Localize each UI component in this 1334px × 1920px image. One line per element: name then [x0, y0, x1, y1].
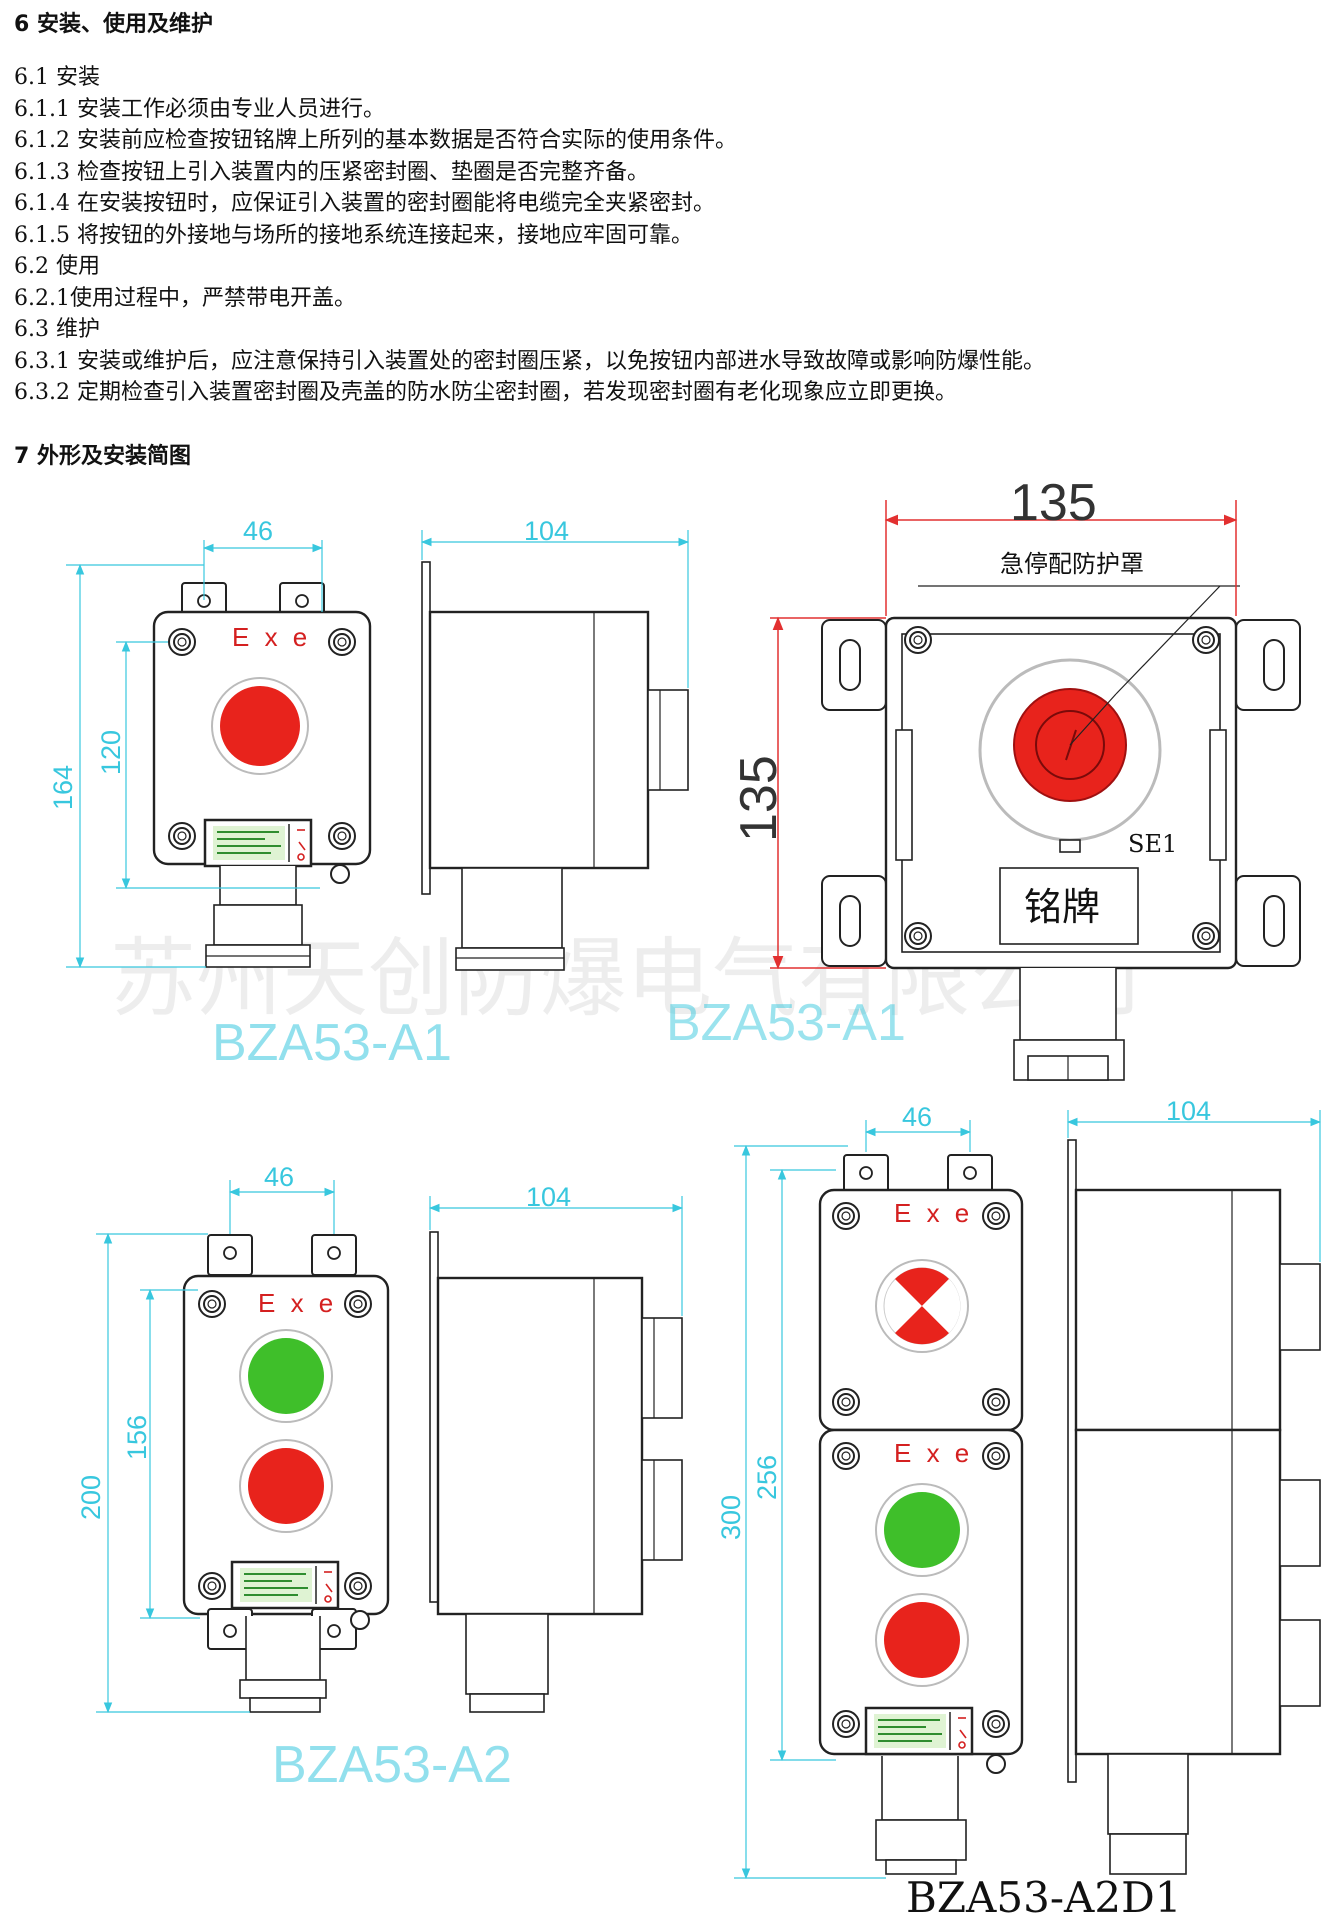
dim-width: 46 — [264, 1162, 294, 1192]
nameplate-label: 铭牌 — [1024, 885, 1100, 929]
model-label-a2d1: BZA53-A2D1 — [906, 1873, 1181, 1920]
red-button — [248, 1448, 324, 1524]
model-label-a1: BZA53-A1 — [212, 1014, 452, 1072]
dim-width: 46 — [243, 516, 273, 546]
drawing-a2-front: E x e 46 200 156 — [76, 1162, 390, 1714]
drawing-a2-side: 104 — [428, 1182, 684, 1713]
dim-total-height: 200 — [76, 1475, 106, 1520]
green-button — [248, 1338, 324, 1414]
ex-marking: E x e — [894, 1438, 973, 1468]
ex-marking: E x e — [258, 1288, 337, 1318]
text-line: 6.2 使用 — [14, 254, 100, 279]
section-6-title: 6 安装、使用及维护 — [14, 12, 213, 37]
text-line: 6.1.5 将按钮的外接地与场所的接地系统连接起来，接地应牢固可靠。 — [14, 222, 693, 248]
dim-hole-pitch: 120 — [96, 730, 126, 775]
text-line: 6.1.2 安装前应检查按钮铭牌上所列的基本数据是否符合实际的使用条件。 — [14, 128, 737, 153]
dim-hole-pitch: 156 — [122, 1415, 152, 1460]
dim-width: 135 — [1010, 474, 1097, 532]
section-6-body: 6.1 安装 6.1.1 安装工作必须由专业人员进行。 6.1.2 安装前应检查… — [14, 62, 1324, 409]
text-line: 6.3.2 定期检查引入装置密封圈及壳盖的防水防尘密封圈，若发现密封圈有老化现象… — [14, 380, 957, 405]
dim-height: 135 — [730, 755, 788, 842]
drawing-estop: SE1 铭牌 急停配防护罩 135 135 — [730, 474, 1301, 1081]
dim-depth: 104 — [524, 516, 569, 546]
text-line: 6.2.1使用过程中，严禁带电开盖。 — [14, 285, 356, 311]
section-7-title: 7 外形及安装简图 — [14, 444, 191, 469]
text-line: 6.1.4 在安装按钮时，应保证引入装置的密封圈能将电缆完全夹紧密封。 — [14, 191, 715, 216]
dim-hole-pitch: 256 — [752, 1455, 782, 1500]
drawing-a2d1-front: E x e E x e 46 300 256 — [716, 1102, 1024, 1880]
green-button — [884, 1492, 960, 1568]
ex-marking: E x e — [232, 622, 311, 652]
text-line: 6.1 安装 — [14, 65, 100, 90]
switch-label: SE1 — [1128, 830, 1177, 858]
text-line: 6.3 维护 — [14, 317, 100, 342]
text-line: 6.1.1 安装工作必须由专业人员进行。 — [14, 96, 385, 122]
dim-total-height: 164 — [48, 765, 78, 810]
drawing-a1-front: E x e 46 164 120 — [48, 516, 372, 969]
text-line: 6.3.1 安装或维护后，应注意保持引入装置处的密封圈压紧，以免按钮内部进水导致… — [14, 348, 1045, 374]
cover-label: 急停配防护罩 — [1000, 550, 1144, 578]
drawing-a1-side: 104 — [420, 516, 690, 971]
dim-depth: 104 — [1166, 1096, 1211, 1126]
red-button — [220, 686, 300, 766]
model-label-estop: BZA53-A1 — [666, 994, 906, 1052]
drawing-a2d1-side: 104 — [1066, 1096, 1322, 1875]
model-label-a2: BZA53-A2 — [272, 1736, 512, 1794]
dim-width: 46 — [902, 1102, 932, 1132]
red-button — [884, 1602, 960, 1678]
ex-marking: E x e — [894, 1198, 973, 1228]
text-line: 6.1.3 检查按钮上引入装置内的压紧密封圈、垫圈是否完整齐备。 — [14, 159, 649, 185]
dim-total-height: 300 — [716, 1495, 746, 1540]
indicator-lamp — [875, 1259, 969, 1353]
dim-depth: 104 — [526, 1182, 571, 1212]
